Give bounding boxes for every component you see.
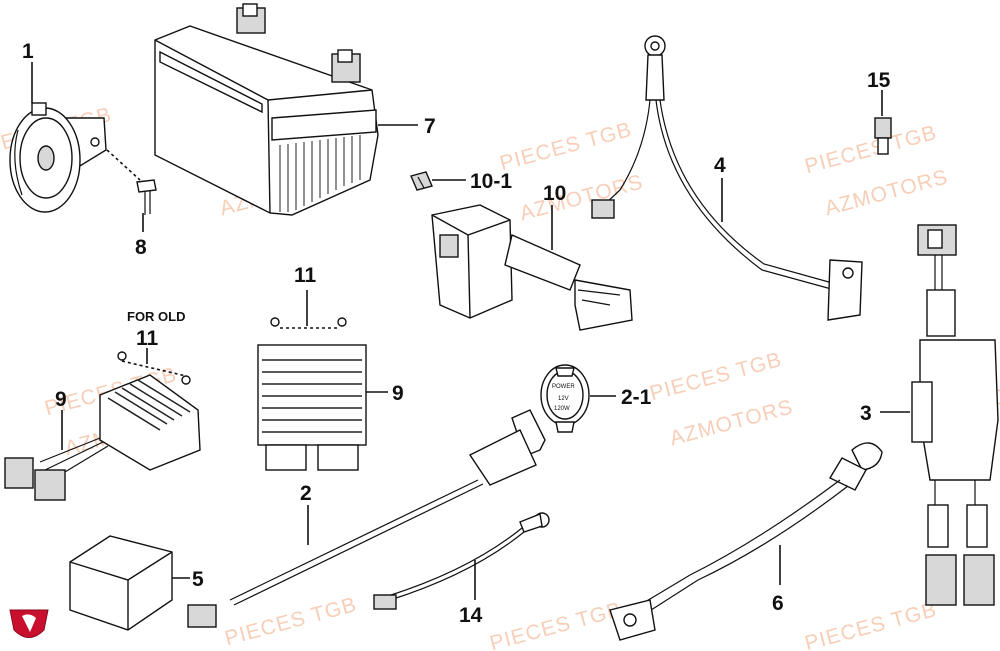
- button-text-power: POWER: [552, 384, 575, 390]
- note-for-old: FOR OLD: [127, 309, 186, 324]
- callout-9: 9: [392, 382, 404, 405]
- regulator-old-part: [4, 374, 201, 501]
- callout-8: 8: [135, 236, 147, 259]
- regulator-part: [257, 344, 367, 471]
- horn-part: [9, 102, 107, 213]
- watermark: AZMOTORS: [667, 395, 795, 450]
- callout-11-old: 11: [136, 327, 159, 350]
- callout-5: 5: [192, 568, 204, 591]
- callout-6: 6: [772, 592, 784, 615]
- callout-14: 14: [459, 604, 483, 627]
- power-outlet-cap-part: POWER 12V 120W: [540, 364, 590, 433]
- screws-11-old-part: [117, 351, 191, 385]
- negative-cable-part: [609, 442, 883, 641]
- wire-14-part: [373, 512, 550, 610]
- callout-10-1: 10-1: [470, 170, 512, 193]
- callout-11: 11: [294, 264, 317, 287]
- battery-cable-part: [591, 35, 863, 321]
- callout-10: 10: [543, 182, 566, 205]
- button-text-120w: 120W: [554, 406, 570, 412]
- callout-7: 7: [424, 115, 436, 138]
- screws-11-part: [270, 317, 347, 327]
- harness-module-part: [911, 224, 999, 606]
- watermark: PIECES TGB: [497, 118, 634, 175]
- relay-part: [431, 204, 633, 331]
- watermark: PIECES TGB: [802, 598, 939, 651]
- foam-block-part: [69, 535, 173, 631]
- callout-4: 4: [714, 154, 726, 177]
- callout-2-1: 2-1: [621, 386, 652, 409]
- watermark: PIECES TGB: [647, 348, 784, 405]
- azmotors-logo-icon: [9, 609, 49, 638]
- callout-15: 15: [867, 69, 891, 92]
- watermark: PIECES TGB: [222, 593, 359, 650]
- fuse-part: [410, 171, 433, 191]
- connector-15-part: [874, 117, 892, 155]
- power-outlet-cable-part: [187, 409, 546, 628]
- screw-part: [136, 179, 157, 215]
- watermark: AZMOTORS: [822, 165, 950, 220]
- callout-3: 3: [860, 402, 872, 425]
- callout-1: 1: [22, 40, 34, 63]
- button-text-12v: 12V: [558, 396, 569, 402]
- callout-2: 2: [300, 482, 312, 505]
- watermark: PIECES TGB: [487, 598, 624, 651]
- battery-part: [154, 3, 379, 216]
- callout-9-old: 9: [55, 388, 67, 411]
- watermark: PIECES TGB: [802, 121, 939, 178]
